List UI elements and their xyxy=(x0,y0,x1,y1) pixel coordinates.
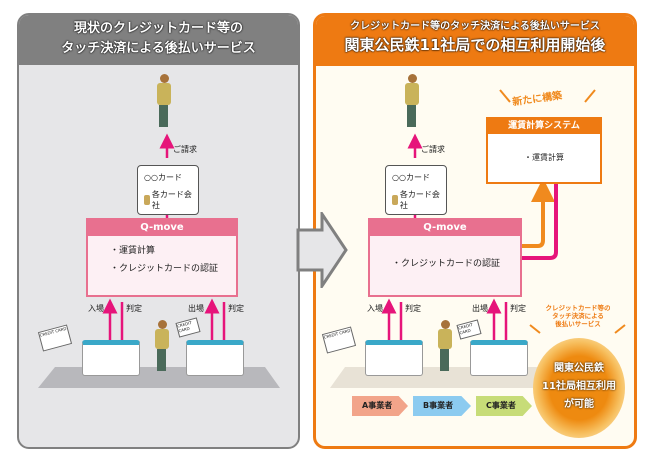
ticket-gate xyxy=(365,340,423,376)
operator-arrow-a: A事業者 xyxy=(352,396,408,416)
exit-label: 出場 xyxy=(188,304,204,313)
fare-system-box: 運賃計算システム ・運賃計算 xyxy=(486,117,602,184)
title-line: 現状のクレジットカード等の xyxy=(73,21,243,36)
billing-label: ご請求 xyxy=(173,145,197,154)
title-line: タッチ決済による後払いサービス xyxy=(61,41,256,56)
billing-label: ご請求 xyxy=(421,145,445,154)
exit-label: 出場 xyxy=(472,304,488,313)
qmove-item: ・クレジットカードの認証 xyxy=(110,264,219,274)
qmove-title: Q-move xyxy=(370,220,520,236)
card-chip-icon xyxy=(392,195,398,205)
traveler-icon xyxy=(150,320,176,376)
traveler-icon xyxy=(400,74,426,134)
traveler-icon xyxy=(152,74,178,134)
card-company: 各カード会社 xyxy=(151,190,192,210)
card-company: 各カード会社 xyxy=(399,190,440,210)
qmove-item: ・クレジットカードの認証 xyxy=(392,259,501,269)
judge-label: 判定 xyxy=(228,304,244,313)
fare-system-item: ・運賃計算 xyxy=(524,153,564,162)
qmove-item: ・運賃計算 xyxy=(110,246,156,256)
ticket-gate xyxy=(82,340,140,376)
qmove-box: Q-move ・クレジットカードの認証 xyxy=(368,218,522,297)
card-chip-icon xyxy=(144,195,150,205)
ticket-gate xyxy=(470,340,528,376)
left-panel-title: 現状のクレジットカード等の タッチ決済による後払いサービス xyxy=(19,15,298,65)
traveler-icon xyxy=(433,320,459,376)
judge-label: 判定 xyxy=(405,304,421,313)
operator-arrow-b: B事業者 xyxy=(413,396,471,416)
entry-label: 入場 xyxy=(367,304,383,313)
title-line: 関東公民鉄11社局での相互利用開始後 xyxy=(344,36,606,54)
qmove-title: Q-move xyxy=(88,220,236,236)
bubble-caption: クレジットカード等のタッチ決済による後払いサービス xyxy=(545,304,611,328)
entry-label: 入場 xyxy=(88,304,104,313)
ticket-gate xyxy=(186,340,244,376)
card-brand: ○○カード xyxy=(392,173,430,182)
operator-arrow-c: C事業者 xyxy=(476,396,532,416)
judge-label: 判定 xyxy=(126,304,142,313)
card-brand: ○○カード xyxy=(144,173,182,182)
title-line: クレジットカード等のタッチ決済による後払いサービス xyxy=(350,21,600,32)
qmove-box: Q-move ・運賃計算 ・クレジットカードの認証 xyxy=(86,218,238,297)
transition-arrow xyxy=(296,212,348,288)
right-panel-title: クレジットカード等のタッチ決済による後払いサービス 関東公民鉄11社局での相互利… xyxy=(316,16,634,66)
card-company-box: ○○カード 各カード会社 xyxy=(137,165,199,215)
judge-label: 判定 xyxy=(510,304,526,313)
fare-system-title: 運賃計算システム xyxy=(488,119,600,134)
card-company-box: ○○カード 各カード会社 xyxy=(385,165,447,215)
